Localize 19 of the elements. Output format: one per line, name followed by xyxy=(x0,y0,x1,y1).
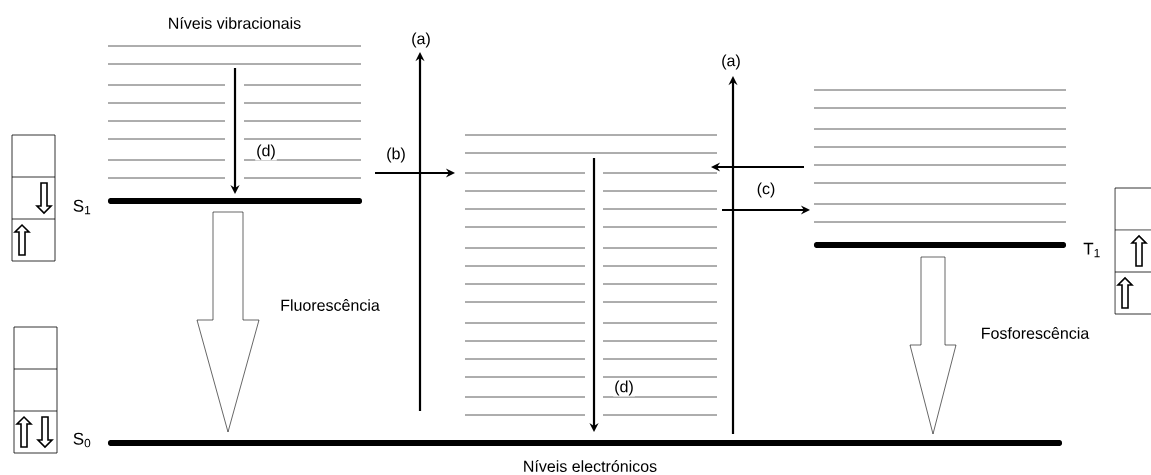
state-label: S$_{0}$ xyxy=(73,432,91,448)
axis-caption: Níveis electrónicos xyxy=(524,460,657,472)
emission-arrow xyxy=(196,211,260,433)
edge-label: Fluorescência xyxy=(279,298,381,312)
edge-label: (a) xyxy=(410,31,432,49)
edge-label: (c) xyxy=(755,181,777,199)
edge-label: (d) xyxy=(255,143,277,161)
emission-arrow xyxy=(909,256,957,435)
vibrational-levels xyxy=(464,134,718,416)
edge-label: Fosforescência xyxy=(979,326,1091,340)
edge-label: (b) xyxy=(385,146,407,164)
vibrational-levels xyxy=(813,89,1067,223)
state-label: T$_{1}$ xyxy=(1083,242,1100,258)
edge-label: (a) xyxy=(720,53,742,71)
electronic-level xyxy=(108,198,362,204)
electronic-level xyxy=(108,440,1062,446)
edge-label: (d) xyxy=(613,379,635,397)
state-label: S$_{1}$ xyxy=(73,199,91,215)
electronic-level xyxy=(814,242,1066,248)
